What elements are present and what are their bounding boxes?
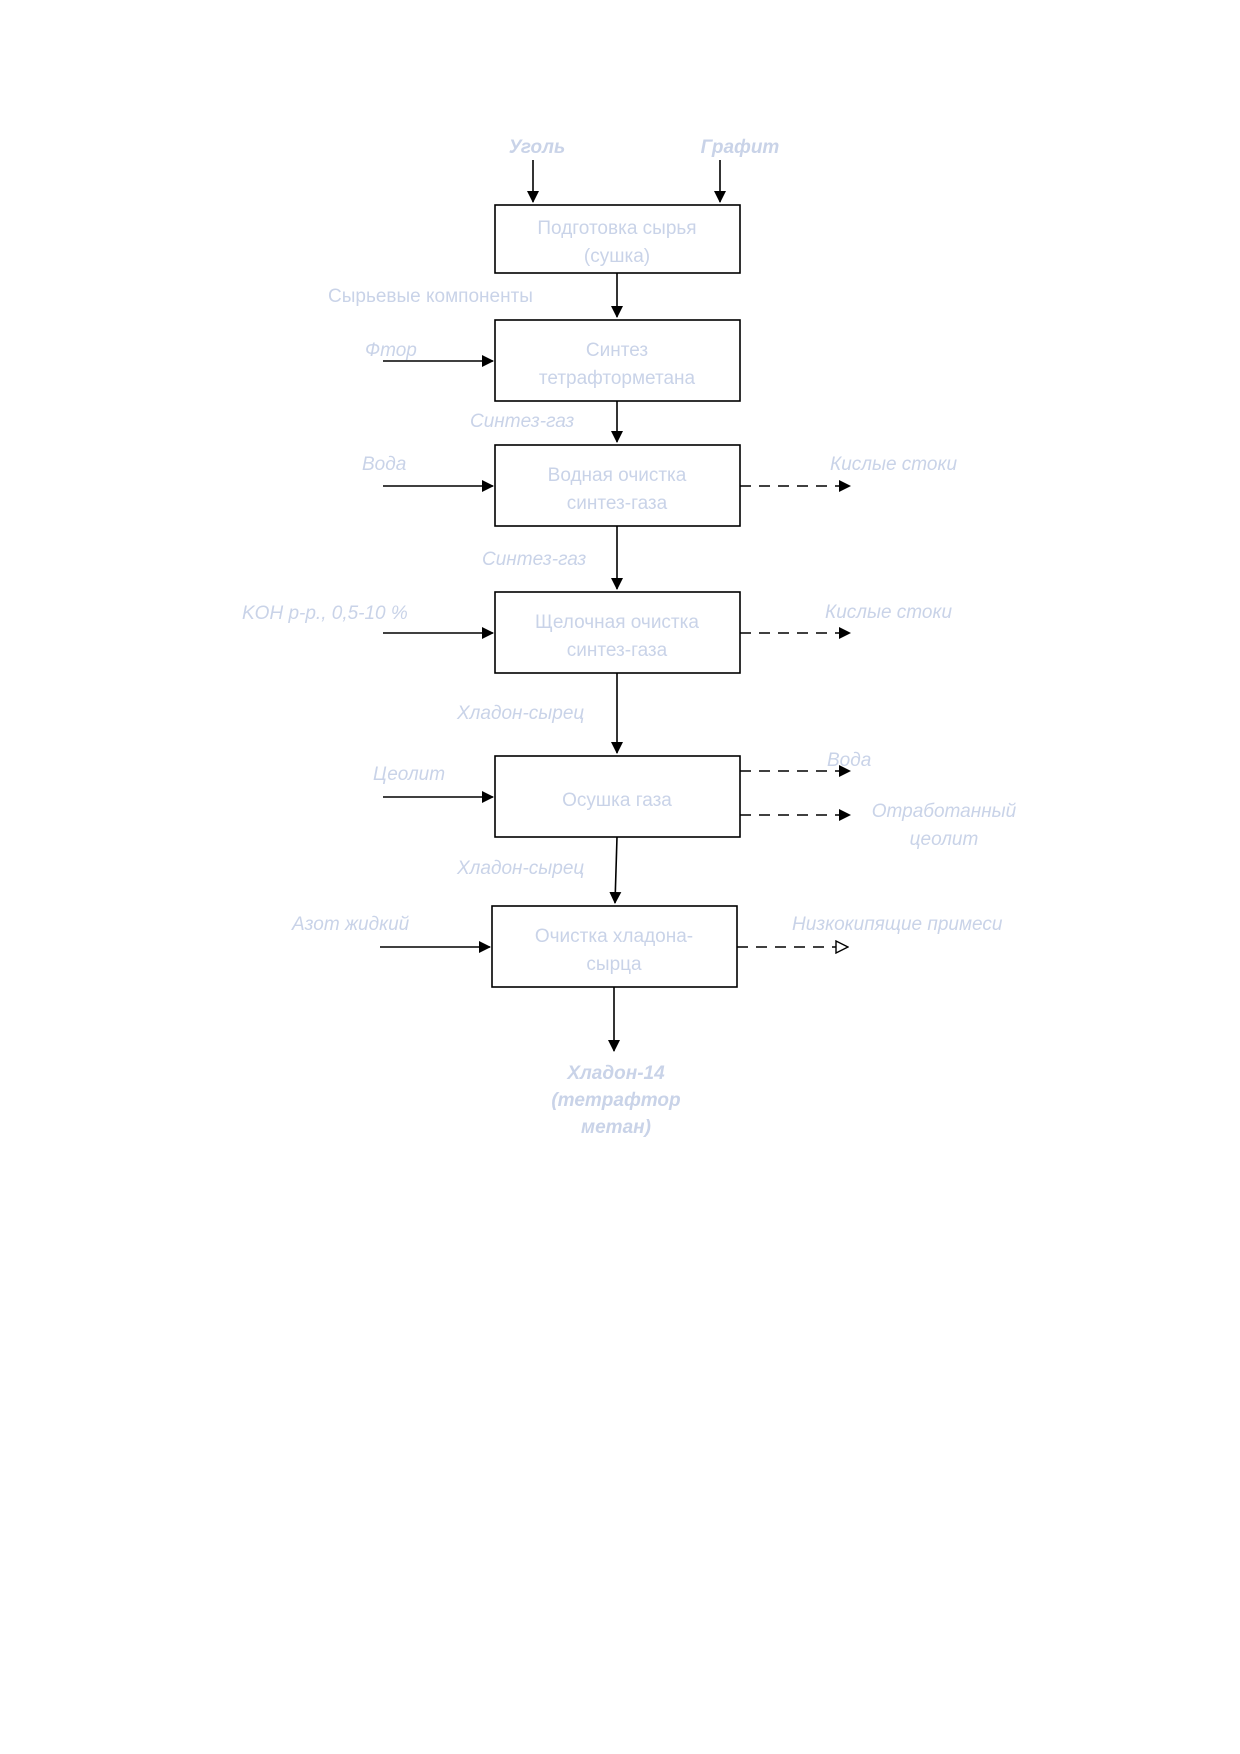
input-koh-label: KOH р-р., 0,5-10 % [242,603,408,624]
step-freon-purification: Очистка хладона- сырца [491,905,738,988]
product-line1: Хладон-14 [566,1063,665,1084]
raw-freon-2-arrow [609,836,622,904]
step-5-line1: Осушка газа [562,790,672,811]
flow-raw-freon-1-label: Хладон-сырец [456,703,584,724]
flow-syngas-1-label: Синтез-газ [470,411,574,432]
output-acid-waste-2-label: Кислые стоки [825,602,952,623]
step-water-wash: Водная очистка синтез-газа [494,444,741,527]
step-3-line1: Водная очистка [548,465,687,486]
flow-raw-freon-2-label: Хладон-сырец [456,858,584,879]
step-6-line2: сырца [586,954,642,975]
output-acid-waste-1-label: Кислые стоки [830,454,957,475]
product-line2: (тетрафтор [551,1090,680,1111]
input-zeolite-label: Цеолит [373,764,445,785]
input-nitrogen-label: Азот жидкий [291,914,410,935]
step-raw-preparation: Подготовка сырья (сушка) [494,204,741,274]
input-coal-label: Уголь [509,137,566,158]
step-alkaline-wash: Щелочная очистка синтез-газа [494,591,741,674]
step-6-line1: Очистка хладона- [535,926,693,947]
output-spent-zeolite-line2: цеолит [910,829,979,850]
step-gas-drying: Осушка газа [494,755,741,838]
step-1-line2: (сушка) [584,246,650,267]
input-water-label: Вода [362,454,406,475]
step-2-line2: тетрафторметана [539,368,696,389]
step-4-line2: синтез-газа [567,640,668,661]
output-low-boiling-label: Низкокипящие примеси [792,914,1003,935]
step-1-line1: Подготовка сырья [537,218,696,239]
output-water-label: Вода [827,750,871,771]
step-4-line1: Щелочная очистка [535,612,699,633]
input-fluorine-label: Фтор [365,340,417,361]
flow-syngas-2-label: Синтез-газ [482,549,586,570]
step-2-line1: Синтез [586,340,648,361]
product-line3: метан) [581,1117,651,1138]
input-graphite-label: Графит [701,137,780,158]
step-synthesis: Синтез тетрафторметана [494,319,741,402]
output-spent-zeolite-line1: Отработанный [872,801,1017,822]
step-3-line2: синтез-газа [567,493,668,514]
flow-raw-components-label: Сырьевые компоненты [328,286,533,307]
